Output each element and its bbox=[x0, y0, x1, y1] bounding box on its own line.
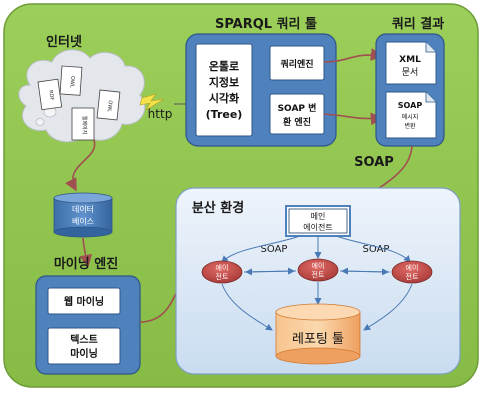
http-label: http bbox=[148, 107, 173, 121]
svg-text:마이닝: 마이닝 bbox=[70, 347, 98, 360]
agent-middle: 에이 전트 bbox=[297, 258, 339, 282]
svg-text:메시지: 메시지 bbox=[402, 113, 419, 121]
doc-owl-icon: OWL bbox=[59, 65, 83, 96]
soap-message-document-icon: SOAP 메시지 변환 bbox=[385, 91, 437, 139]
svg-text:변환: 변환 bbox=[404, 122, 416, 130]
svg-text:지정보: 지정보 bbox=[209, 75, 239, 89]
svg-text:텍스트: 텍스트 bbox=[70, 333, 98, 346]
svg-text:(Tree): (Tree) bbox=[206, 108, 243, 121]
svg-text:전트: 전트 bbox=[406, 272, 419, 281]
reporting-tool-cylinder-icon: 레포팅 툴 bbox=[275, 303, 361, 365]
svg-text:SOAP 변: SOAP 변 bbox=[278, 102, 317, 114]
query-engine-box bbox=[269, 45, 325, 81]
svg-text:에이: 에이 bbox=[312, 261, 325, 270]
svg-text:쿼리엔진: 쿼리엔진 bbox=[280, 58, 313, 70]
distributed-title: 분산 환경 bbox=[192, 200, 244, 216]
soap-main-label: SOAP bbox=[354, 155, 394, 170]
svg-text:데이터: 데이터 bbox=[72, 204, 94, 214]
ontology-visualization-box bbox=[195, 43, 253, 137]
web-mining-box bbox=[47, 287, 121, 315]
doc-owl-icon-2: OWL bbox=[96, 89, 121, 121]
svg-text:문서: 문서 bbox=[402, 67, 419, 78]
svg-text:웹페이지: 웹페이지 bbox=[81, 116, 88, 134]
svg-text:환 엔진: 환 엔진 bbox=[283, 116, 311, 128]
main-agent-box bbox=[285, 205, 351, 237]
arrow-internet-to-database bbox=[65, 139, 96, 192]
svg-text:SOAP: SOAP bbox=[398, 101, 423, 110]
arrow-query-to-xml bbox=[323, 48, 384, 63]
doc-webpage-icon: 웹페이지 bbox=[71, 107, 95, 141]
sparql-tool-title: SPARQL 쿼리 툴 bbox=[215, 16, 317, 32]
svg-text:시각화: 시각화 bbox=[209, 91, 239, 105]
svg-text:온톨로: 온톨로 bbox=[209, 60, 239, 73]
svg-text:에이: 에이 bbox=[406, 263, 419, 272]
mining-engine-title: 마이닝 엔진 bbox=[54, 256, 118, 272]
svg-text:OWL: OWL bbox=[69, 76, 76, 88]
svg-text:전트: 전트 bbox=[312, 270, 325, 279]
svg-text:에이: 에이 bbox=[216, 263, 229, 272]
soap-conversion-engine-box bbox=[269, 93, 325, 135]
lightning-icon bbox=[139, 93, 165, 111]
soap-right-label: SOAP bbox=[363, 244, 390, 255]
internet-title: 인터넷 bbox=[46, 34, 82, 50]
svg-text:OWL: OWL bbox=[106, 100, 113, 112]
agent-left: 에이 전트 bbox=[201, 260, 243, 284]
doc-rdf-icon: RDF bbox=[37, 78, 63, 111]
svg-text:전트: 전트 bbox=[216, 272, 229, 281]
svg-text:메인: 메인 bbox=[311, 211, 326, 221]
query-result-title: 쿼리 결과 bbox=[392, 16, 444, 32]
text-mining-box bbox=[47, 327, 121, 365]
svg-text:에이전트: 에이전트 bbox=[303, 222, 332, 232]
agent-right: 에이 전트 bbox=[391, 260, 433, 284]
svg-text:RDF: RDF bbox=[47, 90, 54, 101]
arrow-database-to-mining bbox=[79, 237, 93, 268]
xml-document-icon: XML 문서 bbox=[385, 41, 437, 85]
svg-text:베이스: 베이스 bbox=[72, 216, 94, 226]
database-cylinder-icon: 데이터 베이스 bbox=[53, 192, 113, 238]
soap-left-label: SOAP bbox=[261, 244, 288, 255]
svg-text:XML: XML bbox=[399, 55, 421, 65]
svg-text:레포팅 툴: 레포팅 툴 bbox=[292, 332, 344, 347]
svg-text:웹 마이닝: 웹 마이닝 bbox=[64, 295, 104, 308]
